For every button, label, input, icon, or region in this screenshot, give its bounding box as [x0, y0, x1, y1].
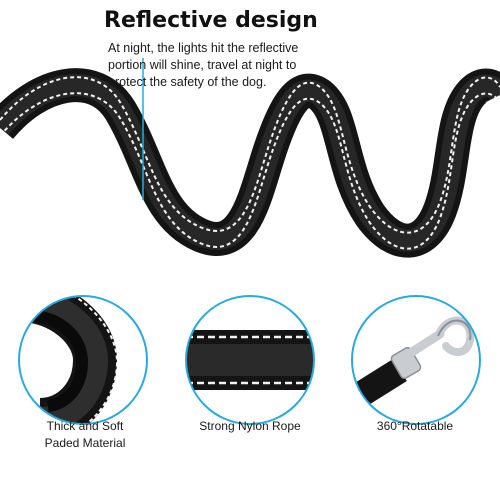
caption-line: 360°Rotatable: [376, 419, 454, 433]
leash-weave: [0, 74, 500, 252]
description-line: protect the safety of the dog.: [108, 75, 267, 89]
circle-border: [18, 295, 148, 425]
caption-handle: Thick and Soft Paded Material: [20, 418, 150, 452]
caption-line: Strong Nylon Rope: [199, 419, 301, 433]
caption-hook: 360°Rotatable: [350, 418, 480, 435]
circle-border: [351, 295, 481, 425]
circle-border: [185, 295, 315, 425]
caption-line: Paded Material: [44, 436, 126, 450]
page-title: Reflective design: [104, 8, 318, 33]
caption-line: Thick and Soft: [46, 419, 124, 433]
detail-circle-handle: [18, 295, 148, 425]
leash-wave: [0, 68, 500, 258]
detail-circle-nylon: [185, 295, 315, 425]
description-text: At night, the lights hit the reflective …: [108, 40, 343, 91]
reflective-stitch-top: [0, 76, 500, 234]
caption-nylon: Strong Nylon Rope: [180, 418, 320, 435]
description-line: portion will shine, travel at night to: [108, 58, 297, 72]
reflective-stitch-bottom: [0, 92, 500, 250]
description-line: At night, the lights hit the reflective: [108, 41, 299, 55]
detail-circle-hook: [351, 295, 481, 425]
